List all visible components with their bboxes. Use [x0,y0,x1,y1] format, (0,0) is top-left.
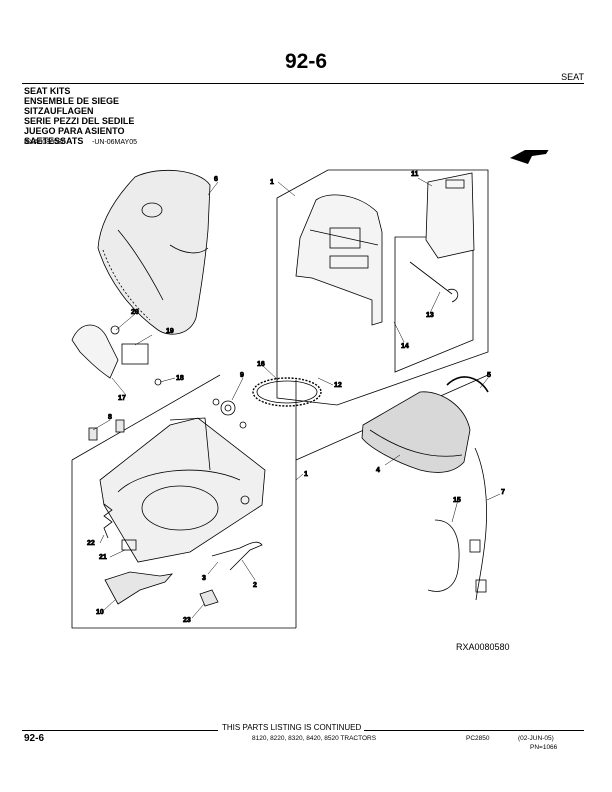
callout-14: 14 [401,343,409,350]
callout-22: 22 [87,540,95,547]
footer-models: 8120, 8220, 8320, 8420, 8520 TRACTORS [252,735,377,742]
image-reference-date: -UN-06MAY05 [92,139,137,146]
title-line: SERIE PEZZI DEL SEDILE [24,116,135,126]
callout-5: 5 [487,372,491,379]
footer-date: (02-JUN-05) [518,735,554,742]
callout-12: 12 [334,382,342,389]
frame-line [71,460,296,629]
wiring [427,519,460,592]
callout-3: 3 [202,575,206,582]
exploded-parts-diagram: 1 1 2 3 4 5 6 7 8 9 10 11 12 13 14 15 16… [71,150,549,629]
pin [115,419,125,433]
callout-18: 18 [176,375,184,382]
spring [103,503,113,539]
rod [409,261,459,303]
spring-nut-assembly [212,398,247,429]
bracket [121,539,137,551]
callout-7: 7 [501,489,505,496]
continued-notice: THIS PARTS LISTING IS CONTINUED [222,723,362,732]
title-line: SITZAUFLAGEN [24,106,94,116]
callout-10: 10 [96,609,104,616]
callout-1-top: 1 [270,179,274,186]
footer-rule-left [22,730,218,731]
image-reference-id: RXA0080580 [24,139,66,146]
cable [446,376,489,393]
figure-id-label: RXA0080580 [456,642,510,652]
suspension-base [99,417,266,563]
arrow-icon [510,150,549,164]
callout-9: 9 [240,372,244,379]
callout-20: 20 [131,309,139,316]
title-line: SAETESSATS [24,136,84,146]
footer-rule-right [364,730,584,731]
back-panel [425,172,475,259]
callout-1-mid: 1 [304,471,308,478]
footer-pn: PN=1066 [530,744,558,751]
multilingual-title-block: SEAT KITS ENSEMBLE DE SIEGE SITZAUFLAGEN… [24,86,134,146]
handle [104,571,174,605]
header-rule [22,83,584,84]
title-line: ENSEMBLE DE SIEGE [24,96,120,106]
footer-catalog: PC2850 [466,735,490,742]
callout-labels: 1 1 2 3 4 5 6 7 8 9 10 11 12 13 14 15 16… [87,171,506,625]
callout-2: 2 [253,582,257,589]
lever [211,541,263,571]
callout-8: 8 [108,414,112,421]
page-title: 92-6 [284,50,328,73]
backrest-frame [295,194,383,326]
callout-15: 15 [453,497,461,504]
wire-harness [469,447,487,601]
pin [88,427,98,441]
backrest-kit-frame [276,169,489,406]
page-number: 92-6 [24,733,45,744]
gasket-ring [252,377,322,407]
callout-17: 17 [118,395,126,402]
callout-23: 23 [183,617,191,624]
section-label: SEAT [561,72,584,82]
callout-21: 21 [99,554,107,561]
leader-lines [92,177,501,619]
callout-4: 4 [376,467,380,474]
seat-back-cushion [97,169,211,335]
callout-6: 6 [214,176,218,183]
title-line: JUEGO PARA ASIENTO [24,126,125,136]
callout-11: 11 [411,171,419,178]
knob [199,589,219,607]
callout-13: 13 [426,312,434,319]
seat-cushion [361,391,471,473]
title-line: SEAT KITS [24,86,71,96]
armrest-bracket [71,324,162,386]
callout-16: 16 [257,361,265,368]
frame-line [71,374,221,461]
callout-19: 19 [166,328,174,335]
